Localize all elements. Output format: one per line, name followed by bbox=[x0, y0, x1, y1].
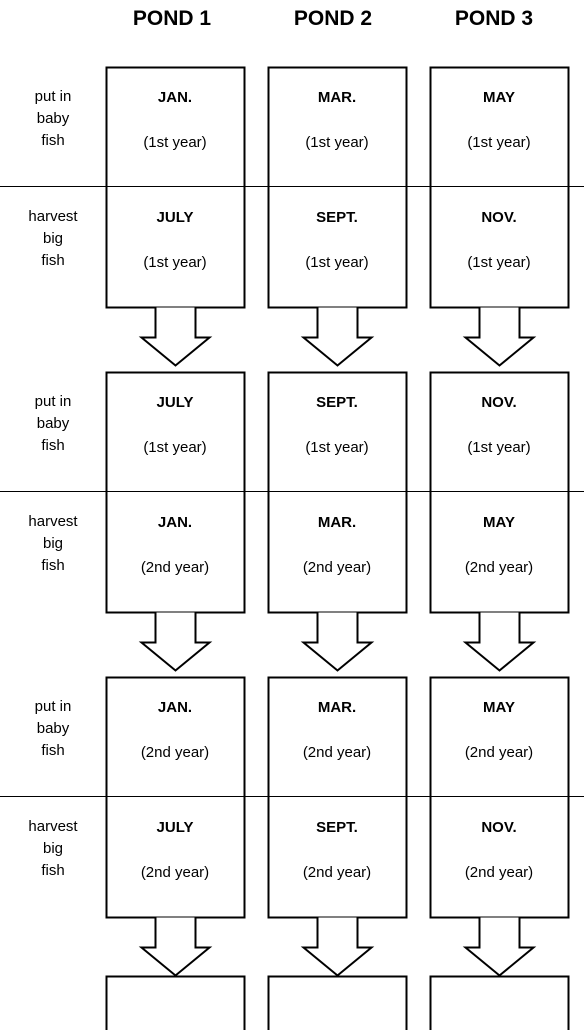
month-label: JULY bbox=[156, 209, 194, 226]
pond-header: POND 2 bbox=[293, 7, 373, 30]
put-in-baby-fish-label: put in bbox=[34, 698, 72, 715]
schedule-cell: JAN. (1st year) bbox=[107, 87, 243, 153]
schedule-cell: JAN. (2nd year) bbox=[107, 697, 243, 763]
schedule-cell: NOV. (1st year) bbox=[431, 207, 567, 273]
month-label: SEPT. bbox=[316, 394, 358, 411]
year-label: (2nd year) bbox=[140, 744, 210, 761]
month-label: JAN. bbox=[157, 699, 193, 716]
year-label: (1st year) bbox=[305, 254, 369, 271]
put-in-baby-fish-label: baby bbox=[36, 110, 70, 127]
harvest-big-fish-label: big bbox=[42, 840, 64, 857]
harvest-big-fish-label: big bbox=[42, 535, 64, 552]
month-label: NOV. bbox=[481, 209, 517, 226]
harvest-big-fish-label: harvest bbox=[28, 513, 78, 530]
year-label: (1st year) bbox=[467, 254, 531, 271]
harvest-big-fish-label: big bbox=[42, 230, 64, 247]
year-label: (2nd year) bbox=[302, 864, 372, 881]
month-label: JAN. bbox=[157, 514, 193, 531]
harvest-big-fish-label: fish bbox=[41, 252, 65, 269]
schedule-cell: NOV. (1st year) bbox=[431, 392, 567, 458]
pond-header: POND 1 bbox=[132, 7, 212, 30]
continuation-box bbox=[429, 975, 570, 1030]
year-label: (2nd year) bbox=[464, 864, 534, 881]
schedule-cell: JULY (2nd year) bbox=[107, 817, 243, 883]
year-label: (1st year) bbox=[143, 439, 207, 456]
schedule-cell: MAR. (2nd year) bbox=[269, 697, 405, 763]
month-label: MAR. bbox=[317, 514, 357, 531]
year-label: (1st year) bbox=[143, 134, 207, 151]
schedule-cell: SEPT. (2nd year) bbox=[269, 817, 405, 883]
schedule-cell: NOV. (2nd year) bbox=[431, 817, 567, 883]
down-arrow bbox=[462, 612, 537, 672]
down-arrow bbox=[462, 917, 537, 977]
year-label: (2nd year) bbox=[464, 744, 534, 761]
month-label: JULY bbox=[156, 394, 194, 411]
schedule-cell: JULY (1st year) bbox=[107, 207, 243, 273]
harvest-big-fish-label: harvest bbox=[28, 818, 78, 835]
year-label: (1st year) bbox=[467, 134, 531, 151]
year-label: (1st year) bbox=[305, 134, 369, 151]
harvest-big-fish-label: fish bbox=[41, 557, 65, 574]
down-arrow bbox=[300, 917, 375, 977]
down-arrow bbox=[138, 307, 213, 367]
harvest-big-fish-label: fish bbox=[41, 862, 65, 879]
year-label: (2nd year) bbox=[302, 744, 372, 761]
down-arrow bbox=[138, 917, 213, 977]
year-label: (2nd year) bbox=[302, 559, 372, 576]
month-label: JAN. bbox=[157, 89, 193, 106]
put-in-baby-fish-label: fish bbox=[41, 132, 65, 149]
year-label: (1st year) bbox=[143, 254, 207, 271]
month-label: MAY bbox=[483, 699, 515, 716]
pond-header: POND 3 bbox=[454, 7, 534, 30]
put-in-baby-fish-label: fish bbox=[41, 437, 65, 454]
month-label: NOV. bbox=[481, 394, 517, 411]
schedule-cell: SEPT. (1st year) bbox=[269, 207, 405, 273]
down-arrow bbox=[300, 612, 375, 672]
month-label: NOV. bbox=[481, 819, 517, 836]
month-label: MAY bbox=[483, 89, 515, 106]
schedule-cell: MAY (1st year) bbox=[431, 87, 567, 153]
schedule-cell: MAY (2nd year) bbox=[431, 697, 567, 763]
put-in-baby-fish-label: baby bbox=[36, 720, 70, 737]
down-arrow bbox=[462, 307, 537, 367]
year-label: (2nd year) bbox=[464, 559, 534, 576]
continuation-box bbox=[267, 975, 408, 1030]
month-label: MAR. bbox=[317, 699, 357, 716]
year-label: (2nd year) bbox=[140, 559, 210, 576]
harvest-big-fish-label: harvest bbox=[28, 208, 78, 225]
put-in-baby-fish-label: fish bbox=[41, 742, 65, 759]
year-label: (2nd year) bbox=[140, 864, 210, 881]
put-in-baby-fish-label: put in bbox=[34, 393, 72, 410]
put-in-baby-fish-label: put in bbox=[34, 88, 72, 105]
schedule-cell: MAR. (1st year) bbox=[269, 87, 405, 153]
put-in-baby-fish-label: baby bbox=[36, 415, 70, 432]
schedule-cell: MAR. (2nd year) bbox=[269, 512, 405, 578]
year-label: (1st year) bbox=[467, 439, 531, 456]
schedule-cell: SEPT. (1st year) bbox=[269, 392, 405, 458]
month-label: SEPT. bbox=[316, 819, 358, 836]
year-label: (1st year) bbox=[305, 439, 369, 456]
schedule-cell: JULY (1st year) bbox=[107, 392, 243, 458]
continuation-box bbox=[105, 975, 246, 1030]
month-label: MAY bbox=[483, 514, 515, 531]
month-label: SEPT. bbox=[316, 209, 358, 226]
month-label: MAR. bbox=[317, 89, 357, 106]
schedule-cell: JAN. (2nd year) bbox=[107, 512, 243, 578]
down-arrow bbox=[300, 307, 375, 367]
schedule-cell: MAY (2nd year) bbox=[431, 512, 567, 578]
down-arrow bbox=[138, 612, 213, 672]
month-label: JULY bbox=[156, 819, 194, 836]
